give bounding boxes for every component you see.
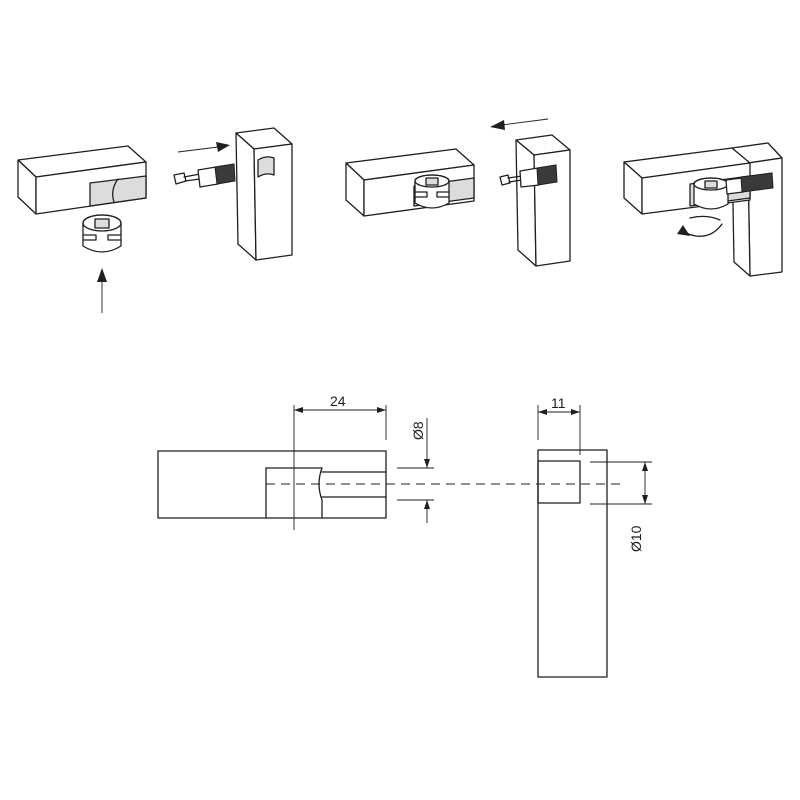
step-2-cam-lock bbox=[414, 174, 450, 209]
step-1-group bbox=[17, 127, 293, 313]
dimension-diameter-8-label: Ø8 bbox=[410, 421, 426, 440]
dimension-diameter-10-label: Ø10 bbox=[628, 525, 644, 552]
step-2-group bbox=[345, 118, 571, 267]
step-1-bolt bbox=[173, 163, 236, 188]
dimension-11: 11 bbox=[537, 395, 581, 455]
step-1-up-arrow bbox=[97, 268, 107, 313]
step-1-cam-lock bbox=[82, 214, 122, 253]
dimension-diameter-8: Ø8 bbox=[397, 418, 434, 523]
step-2-post bbox=[499, 134, 571, 267]
dimension-11-label: 11 bbox=[551, 395, 566, 411]
step-3-group bbox=[623, 142, 783, 277]
dimension-diameter-10: Ø10 bbox=[590, 461, 652, 552]
section-post bbox=[537, 449, 608, 678]
step-1-right-arrow bbox=[177, 142, 230, 153]
dimension-24: 24 bbox=[293, 393, 387, 530]
dimension-24-label: 24 bbox=[330, 393, 346, 409]
step-3-cam-lock bbox=[693, 172, 774, 210]
step-2-panel bbox=[345, 148, 475, 217]
step-1-panel bbox=[17, 145, 147, 215]
step-2-left-arrow bbox=[490, 118, 549, 130]
rotate-arrow-icon bbox=[677, 215, 723, 237]
step-1-post bbox=[235, 127, 293, 261]
